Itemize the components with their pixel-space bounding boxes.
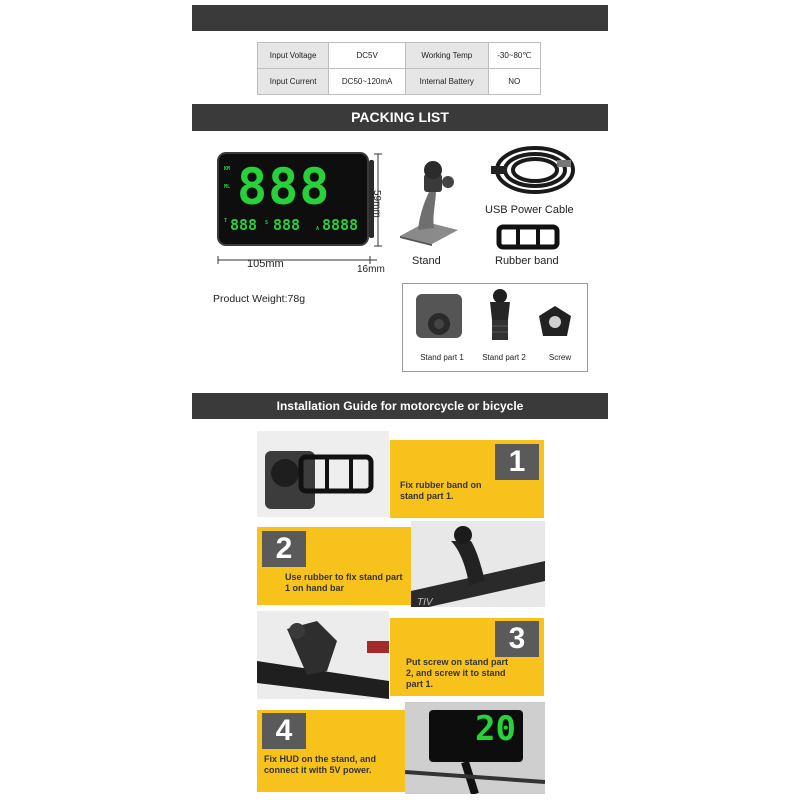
- hud-tag: A: [316, 226, 320, 232]
- usb-cable-image: [491, 146, 575, 194]
- hud-tag: T: [224, 218, 228, 224]
- spec-key: Input Current: [256, 68, 330, 95]
- hud-tag: ML: [224, 184, 231, 190]
- usb-cable-label: USB Power Cable: [485, 204, 574, 216]
- hud-small-digits: 888: [230, 216, 258, 234]
- hud-tag: S: [265, 220, 269, 226]
- installation-guide-title: Installation Guide for motorcycle or bic…: [276, 399, 524, 413]
- screw-image: [539, 306, 571, 336]
- spec-value: DC5V: [328, 42, 407, 69]
- packing-list-title: PACKING LIST: [351, 109, 449, 125]
- step3-number: 3: [495, 621, 539, 657]
- table-row: Input Current DC50~120mA Internal Batter…: [256, 68, 542, 95]
- spec-value: NO: [487, 68, 542, 95]
- step4-text: Fix HUD on the stand, and connect it wit…: [264, 754, 377, 775]
- hud-device-image: KM ML 888 T 888 S 888 A 8888: [217, 152, 369, 246]
- dimension-lines: [217, 153, 382, 264]
- step2-number: 2: [262, 531, 306, 567]
- step4-photo: 20: [405, 702, 545, 794]
- packing-list-banner: PACKING LIST: [192, 104, 608, 131]
- stand-label: Stand: [412, 255, 441, 267]
- spec-key: Input Voltage: [256, 42, 330, 69]
- hud-small-digits: 888: [273, 216, 301, 234]
- installation-guide-banner: Installation Guide for motorcycle or bic…: [192, 393, 608, 419]
- rubber-band-label: Rubber band: [495, 255, 559, 267]
- step2-text: Use rubber to fix stand part 1 on hand b…: [285, 572, 403, 593]
- rubber-band-image: [496, 224, 560, 250]
- step3-photo: [257, 611, 389, 699]
- table-row: Input Voltage DC5V Working Temp -30~80℃: [256, 42, 542, 69]
- hud-side-edge: [369, 160, 374, 238]
- hud-tag: KM: [224, 166, 231, 172]
- step1-photo: [257, 431, 389, 517]
- bar-label: TIV: [417, 597, 434, 607]
- hud-main-digits: 888: [237, 158, 331, 216]
- step1-text: Fix rubber band on stand part 1.: [400, 480, 482, 501]
- spec-value: -30~80℃: [487, 42, 542, 69]
- stand-part2-image: [490, 289, 510, 340]
- stand-part2-label: Stand part 2: [482, 353, 526, 362]
- stand-part1-image: [416, 294, 462, 338]
- step4-number: 4: [262, 713, 306, 749]
- dimension-height: 59mm: [371, 190, 382, 218]
- spec-key: Working Temp: [405, 42, 489, 69]
- screw-label: Screw: [548, 353, 572, 362]
- dimension-width: 105mm: [247, 258, 284, 270]
- step2-photo: TIV: [411, 521, 545, 607]
- spec-value: DC50~120mA: [328, 68, 407, 95]
- top-banner: [192, 5, 608, 31]
- stand-part1-label: Stand part 1: [420, 353, 464, 362]
- step1-number: 1: [495, 444, 539, 480]
- hud-speed-reading: 20: [475, 709, 516, 749]
- stand-parts-box: [402, 283, 588, 372]
- step3-text: Put screw on stand part 2, and screw it …: [406, 657, 509, 689]
- spec-key: Internal Battery: [405, 68, 489, 95]
- stand-image: [400, 161, 458, 246]
- hud-small-digits: 8888: [322, 216, 359, 234]
- spec-table: Input Voltage DC5V Working Temp -30~80℃ …: [256, 42, 542, 95]
- dimension-depth: 16mm: [357, 264, 385, 275]
- product-weight: Product Weight:78g: [213, 293, 306, 305]
